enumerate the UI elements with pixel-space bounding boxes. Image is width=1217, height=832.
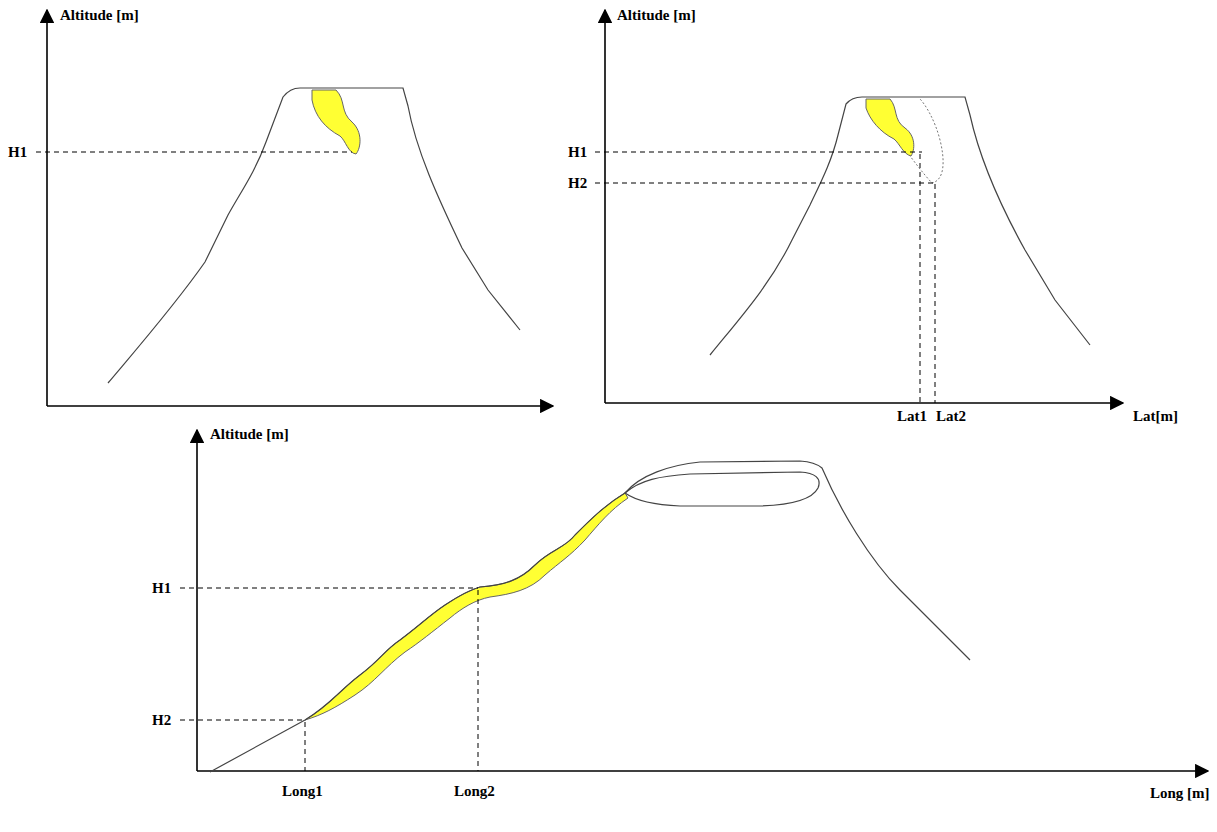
volcano-profile-2 [595, 97, 1090, 403]
longitude-mark: Long2 [454, 784, 495, 799]
height-mark: H1 [8, 145, 27, 160]
latitude-mark: Lat2 [936, 409, 966, 424]
axes [47, 10, 1208, 771]
height-mark: H2 [152, 713, 171, 728]
height-mark: H1 [568, 145, 587, 160]
height-mark: H2 [568, 176, 587, 191]
axis-title: Lat[m] [1133, 409, 1178, 424]
axis-title: Altitude [m] [60, 8, 139, 23]
height-mark: H1 [152, 581, 171, 596]
axis-title: Long [m] [1150, 786, 1210, 801]
axis-title: Altitude [m] [617, 8, 696, 23]
volcano-profile-3 [180, 461, 970, 772]
axis-title: Altitude [m] [210, 427, 289, 442]
volcano-profile-1 [36, 88, 520, 383]
longitude-mark: Long1 [282, 784, 323, 799]
latitude-mark: Lat1 [897, 409, 927, 424]
